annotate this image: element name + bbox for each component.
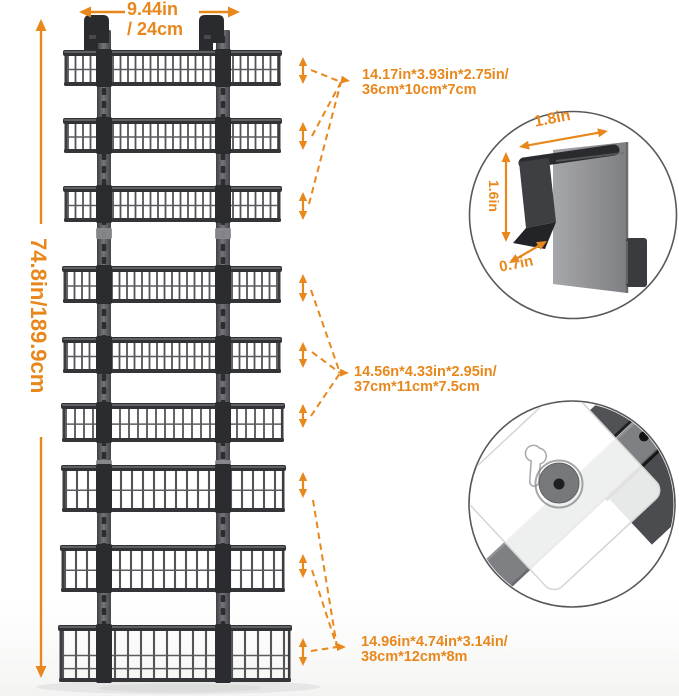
- middle-basket-inches: 14.56n*4.33in*2.95in/: [354, 364, 497, 380]
- height-dimension-arrow: [35, 19, 47, 678]
- rack-illustration: [58, 15, 292, 683]
- lower-basket-inches: 14.96in*4.74in*3.14in/: [361, 634, 508, 650]
- upper-basket-inches: 14.17in*3.93in*2.75in/: [362, 67, 509, 83]
- basket-4: [62, 265, 282, 304]
- hook-height-dimension-label: 1.6in: [486, 180, 502, 212]
- middle-basket-dimension-label: 14.56n*4.33in*2.95in/ 37cm*11cm*7.5cm: [354, 365, 497, 395]
- up-down-arrow-icon: [298, 274, 308, 302]
- basket-2: [63, 117, 282, 154]
- up-down-arrow-icon: [298, 404, 308, 428]
- basket-7: [61, 464, 286, 513]
- basket-6: [61, 402, 285, 443]
- hook-detail-circle: [468, 110, 678, 320]
- bracket-detail-circle: [468, 400, 676, 608]
- basket-8: [60, 544, 286, 593]
- door-hook-right: [199, 15, 224, 50]
- basket-1: [63, 49, 282, 87]
- upper-basket-dimension-label: 14.17in*3.93in*2.75in/ 36cm*10cm*7cm: [362, 68, 509, 98]
- top-width-cm: / 24cm: [127, 18, 184, 39]
- upper-basket-cm: 36cm*10cm*7cm: [362, 82, 477, 98]
- basket-9: [58, 624, 292, 683]
- middle-basket-cm: 37cm*11cm*7.5cm: [354, 379, 480, 395]
- lower-basket-cm: 38cm*12cm*8m: [361, 649, 468, 665]
- hook-detail-arrows: [501, 128, 608, 263]
- basket-spacing-arrows: [298, 57, 308, 666]
- leader-lines: [308, 69, 350, 652]
- up-down-arrow-icon: [298, 638, 308, 666]
- total-height-dimension-label: 74.8in/189.9cm: [26, 238, 51, 394]
- up-down-arrow-icon: [298, 57, 308, 84]
- width-dimension-arrows: [79, 6, 240, 18]
- top-width-dimension-label: 9.44in / 24cm: [127, 0, 183, 39]
- up-down-arrow-icon: [298, 472, 308, 498]
- up-down-arrow-icon: [298, 122, 308, 150]
- up-down-arrow-icon: [298, 554, 308, 578]
- lower-basket-dimension-label: 14.96in*4.74in*3.14in/ 38cm*12cm*8m: [361, 635, 508, 665]
- top-width-inches: 9.44in: [127, 0, 179, 19]
- up-down-arrow-icon: [298, 342, 308, 368]
- up-down-arrow-icon: [298, 192, 308, 220]
- basket-5: [62, 336, 282, 374]
- hook-detail-illustration: [513, 142, 647, 293]
- basket-3: [63, 185, 282, 223]
- floor-shadow: [36, 680, 320, 694]
- door-hook-left: [84, 15, 109, 50]
